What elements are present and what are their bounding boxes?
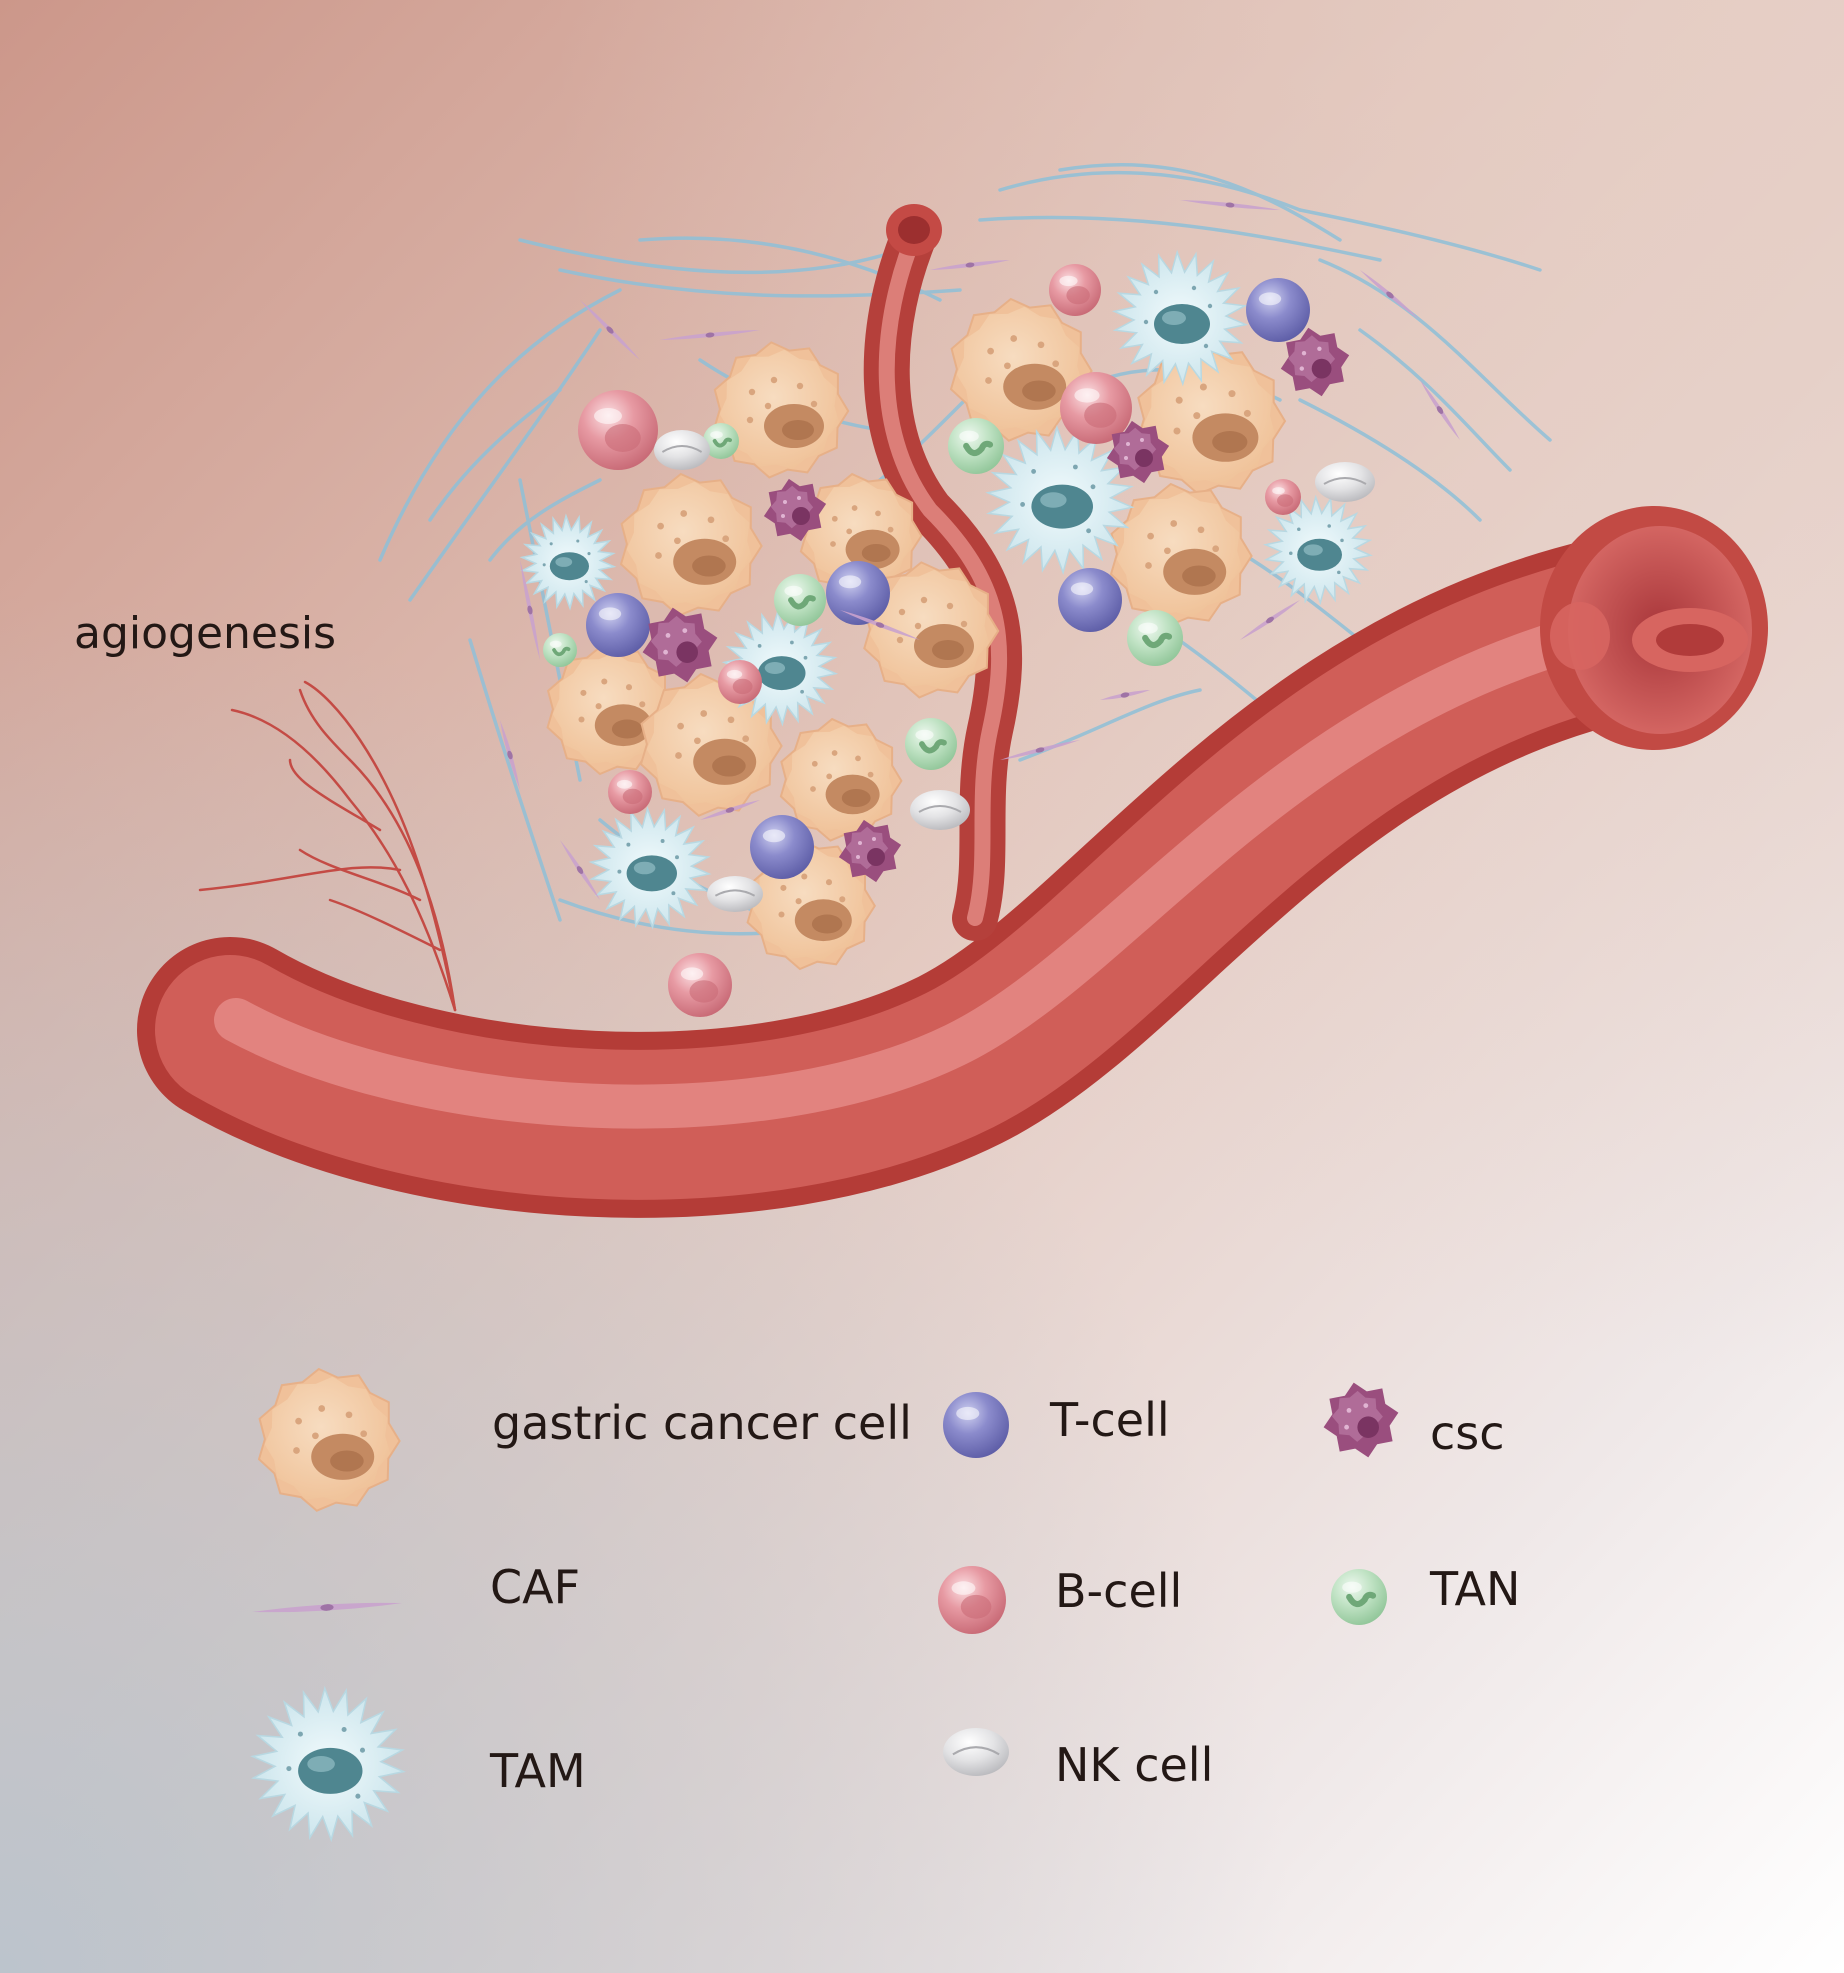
tumor-cell-cluster xyxy=(500,200,1460,1017)
gastric-cancer-cell xyxy=(257,1367,401,1512)
t-cell xyxy=(1246,278,1310,342)
gastric-cancer-cell xyxy=(863,561,1000,699)
b-cell xyxy=(718,660,762,704)
blood-vessel xyxy=(137,506,1768,1218)
caf-fibroblast xyxy=(1000,740,1080,760)
caf-fibroblast xyxy=(930,260,1010,270)
tan-neutrophil xyxy=(905,718,957,770)
gastric-cancer-cell xyxy=(949,297,1093,442)
tan-neutrophil xyxy=(543,633,577,667)
tam-macrophage xyxy=(1111,249,1249,387)
tam-macrophage xyxy=(1263,494,1373,606)
csc-stem-cell xyxy=(642,607,718,683)
t-cell xyxy=(1058,568,1122,632)
tam-macrophage xyxy=(985,425,1135,575)
caf-fibroblast xyxy=(1240,600,1300,640)
csc-stem-cell xyxy=(1323,1382,1399,1458)
caf-fibroblast xyxy=(1360,270,1420,320)
legend-label-gastric-cancer-cell: gastric cancer cell xyxy=(492,1396,912,1450)
legend-label-nk-cell: NK cell xyxy=(1055,1738,1214,1792)
legend-label-csc: csc xyxy=(1430,1406,1505,1460)
tan-neutrophil xyxy=(948,418,1004,474)
b-cell xyxy=(1049,264,1101,316)
legend-icon-b-cell xyxy=(938,1566,1006,1634)
caf-fibroblast xyxy=(840,610,920,640)
gastric-cancer-cell xyxy=(779,717,903,842)
caf-fibroblast xyxy=(500,720,520,790)
b-cell xyxy=(578,390,658,470)
gastric-cancer-cell xyxy=(619,472,763,617)
gastric-cancer-cell xyxy=(1136,344,1287,496)
angiogenesis-sprouts xyxy=(198,680,457,1012)
legend-label-tan: TAN xyxy=(1430,1562,1521,1616)
caf-fibroblast xyxy=(700,800,760,820)
tan-neutrophil xyxy=(1127,610,1183,666)
legend-label-b-cell: B-cell xyxy=(1055,1564,1183,1618)
gastric-cancer-cell xyxy=(713,341,850,479)
t-cell xyxy=(586,593,650,657)
gastric-cancer-cell xyxy=(1109,482,1253,627)
caf-fibroblast xyxy=(1100,690,1150,700)
legend-icons xyxy=(250,1367,1399,1843)
tan-neutrophil xyxy=(703,423,739,459)
tan-neutrophil xyxy=(774,574,826,626)
nk-cell xyxy=(1315,462,1375,502)
red-blood-cell-center xyxy=(1656,624,1724,656)
caf-fibroblast xyxy=(560,840,600,900)
caf-fibroblast xyxy=(1420,380,1460,440)
csc-stem-cell xyxy=(838,819,902,883)
legend-label-caf: CAF xyxy=(490,1560,581,1614)
tan-neutrophil xyxy=(1331,1569,1387,1625)
t-cell xyxy=(826,561,890,625)
csc-stem-cell xyxy=(763,478,827,542)
b-cell xyxy=(1265,479,1301,515)
csc-stem-cell xyxy=(1106,420,1170,484)
caf-fibroblast xyxy=(252,1602,402,1613)
angiogenesis-annotation: agiogenesis xyxy=(74,608,337,659)
caf-fibroblast xyxy=(580,300,640,360)
csc-stem-cell xyxy=(1280,327,1350,397)
tam-macrophage xyxy=(519,513,617,611)
nk-cell xyxy=(910,790,970,830)
b-cell xyxy=(608,770,652,814)
caf-fibroblast xyxy=(660,330,760,340)
legend-icon-t-cell xyxy=(943,1392,1009,1458)
t-cell xyxy=(750,815,814,879)
nk-cell xyxy=(707,876,763,912)
nk-cell xyxy=(943,1728,1009,1776)
red-blood-cell xyxy=(1550,602,1610,670)
caf-fibroblast xyxy=(520,560,540,660)
legend-label-tam: TAM xyxy=(490,1744,586,1798)
gastric-cancer-cell xyxy=(546,644,676,776)
branch-vessel xyxy=(863,204,1023,941)
tam-macrophage xyxy=(588,806,712,930)
tam-macrophage xyxy=(250,1685,406,1843)
nk-cell xyxy=(654,430,710,470)
caf-fibroblast xyxy=(1180,200,1280,210)
legend-label-t-cell: T-cell xyxy=(1050,1393,1170,1447)
b-cell xyxy=(668,953,732,1017)
b-cell xyxy=(1060,372,1132,444)
